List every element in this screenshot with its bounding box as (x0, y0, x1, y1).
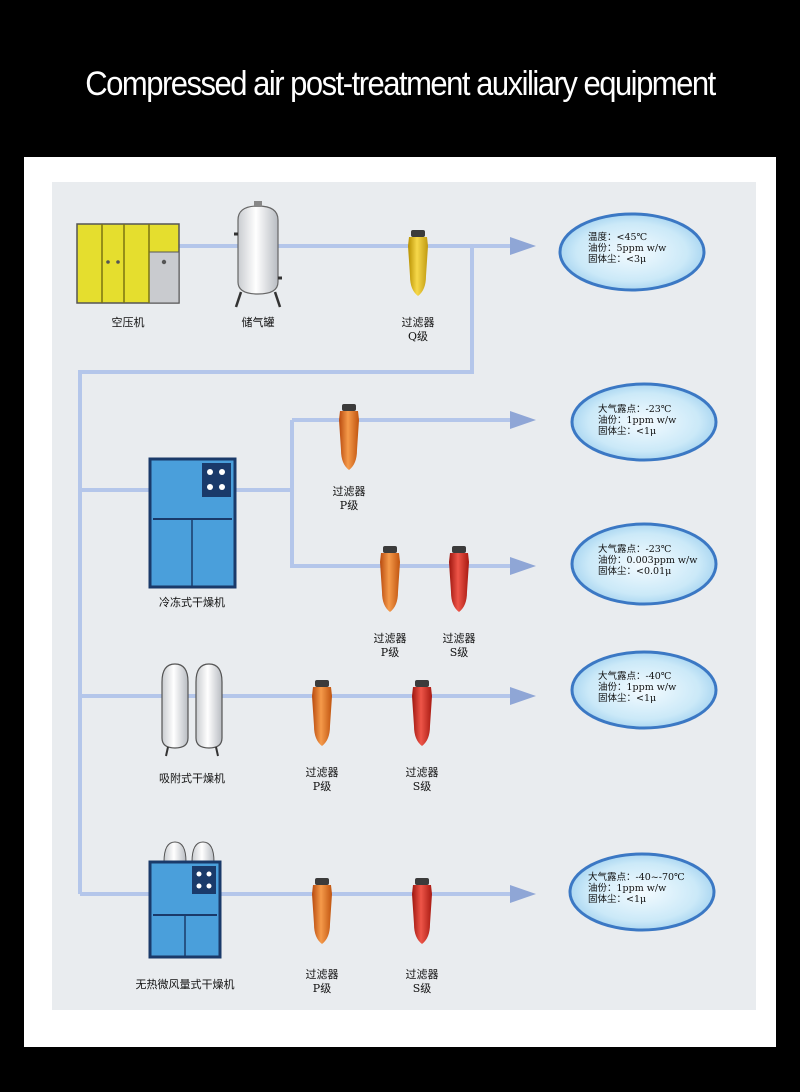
grade-s-label: S级 (449, 646, 469, 659)
filter-label: 过滤器 (442, 632, 476, 645)
air-compressor-icon (76, 223, 180, 304)
spec-text-adsorption: 大气露点：-40℃ 油份：1ppm w/w 固体尘：<1μ (598, 671, 676, 704)
spec-line: 大气露点：-40~-70℃ (588, 872, 685, 883)
spec-line: 固体尘：<0.01μ (598, 566, 672, 577)
grade-q-label: Q级 (407, 330, 429, 343)
grade-p-label: P级 (312, 780, 332, 793)
adsorption-dryer-label: 吸附式干燥机 (159, 772, 225, 785)
grade-s-label: S级 (412, 982, 432, 995)
grade-p-label: P级 (339, 499, 359, 512)
page-title: Compressed air post-treatment auxiliary … (85, 63, 716, 104)
filter-s-caption: 过滤器 S级 (406, 968, 439, 996)
spec-line: 固体尘：<1μ (598, 426, 657, 437)
filter-p-icon (312, 878, 332, 944)
heatless-dryer-icon (148, 841, 222, 959)
spec-line: 大气露点：-23℃ (598, 544, 672, 555)
filter-p-icon (312, 680, 332, 746)
compressor-label: 空压机 (111, 316, 145, 329)
filter-label: 过滤器 (405, 968, 439, 981)
filter-p-caption: 过滤器 P级 (306, 766, 339, 794)
filter-label: 过滤器 (405, 766, 439, 779)
spec-line: 固体尘：<3μ (588, 254, 647, 265)
filter-label: 过滤器 (305, 968, 339, 981)
spec-bubble (570, 382, 718, 462)
filter-p-caption: 过滤器 P级 (333, 485, 366, 513)
filter-label: 过滤器 (373, 632, 407, 645)
filter-q-caption: 过滤器 Q级 (402, 316, 435, 344)
refrigerated-dryer-label: 冷冻式干燥机 (159, 596, 225, 609)
spec-line: 固体尘：<1μ (598, 693, 657, 704)
air-tank-icon (234, 201, 282, 308)
grade-p-label: P级 (380, 646, 400, 659)
grade-p-label: P级 (312, 982, 332, 995)
filter-s-icon (449, 546, 469, 612)
spec-line: 油份：5ppm w/w (588, 243, 667, 254)
filter-s-caption: 过滤器 S级 (443, 632, 476, 660)
spec-text-compressed: 温度：<45℃ 油份：5ppm w/w 固体尘：<3μ (588, 232, 666, 265)
refrigerated-dryer-icon (148, 457, 237, 589)
spec-line: 油份：1ppm w/w (588, 883, 667, 894)
quality-bubbles (558, 212, 718, 932)
spec-text-refrigerated-p: 大气露点：-23℃ 油份：1ppm w/w 固体尘：<1μ (598, 404, 676, 437)
spec-bubble (570, 522, 718, 606)
filter-label: 过滤器 (401, 316, 435, 329)
spec-bubble (568, 852, 716, 932)
process-diagram: 空压机 储气罐 过滤器 Q级 过滤器 P级 冷冻式干燥机 过滤器 P级 过滤器 … (52, 182, 756, 1010)
spec-line: 温度：<45℃ (588, 232, 648, 243)
spec-line: 大气露点：-40℃ (598, 671, 672, 682)
filter-s-caption: 过滤器 S级 (406, 766, 439, 794)
filter-label: 过滤器 (332, 485, 366, 498)
spec-line: 油份：0.003ppm w/w (598, 555, 698, 566)
spec-bubble (570, 650, 718, 730)
adsorption-dryer-icon (161, 663, 223, 757)
filter-s-icon (412, 680, 432, 746)
spec-text-heatless: 大气露点：-40~-70℃ 油份：1ppm w/w 固体尘：<1μ (588, 872, 685, 905)
filter-q-icon (408, 230, 428, 296)
tank-label: 储气罐 (241, 316, 275, 329)
flow-arrows (510, 237, 536, 903)
filter-p-icon (380, 546, 400, 612)
filter-p-caption: 过滤器 P级 (306, 968, 339, 996)
spec-line: 油份：1ppm w/w (598, 415, 677, 426)
spec-line: 油份：1ppm w/w (598, 682, 677, 693)
filter-p-icon (339, 404, 359, 470)
spec-text-refrigerated-ps: 大气露点：-23℃ 油份：0.003ppm w/w 固体尘：<0.01μ (598, 544, 697, 577)
spec-line: 大气露点：-23℃ (598, 404, 672, 415)
diagram-canvas (76, 201, 718, 959)
filter-s-icon (412, 878, 432, 944)
grade-s-label: S级 (412, 780, 432, 793)
spec-line: 固体尘：<1μ (588, 894, 647, 905)
heatless-dryer-label: 无热微风量式干燥机 (135, 978, 235, 991)
filter-p-caption: 过滤器 P级 (374, 632, 407, 660)
filter-label: 过滤器 (305, 766, 339, 779)
spec-bubble (558, 212, 706, 292)
